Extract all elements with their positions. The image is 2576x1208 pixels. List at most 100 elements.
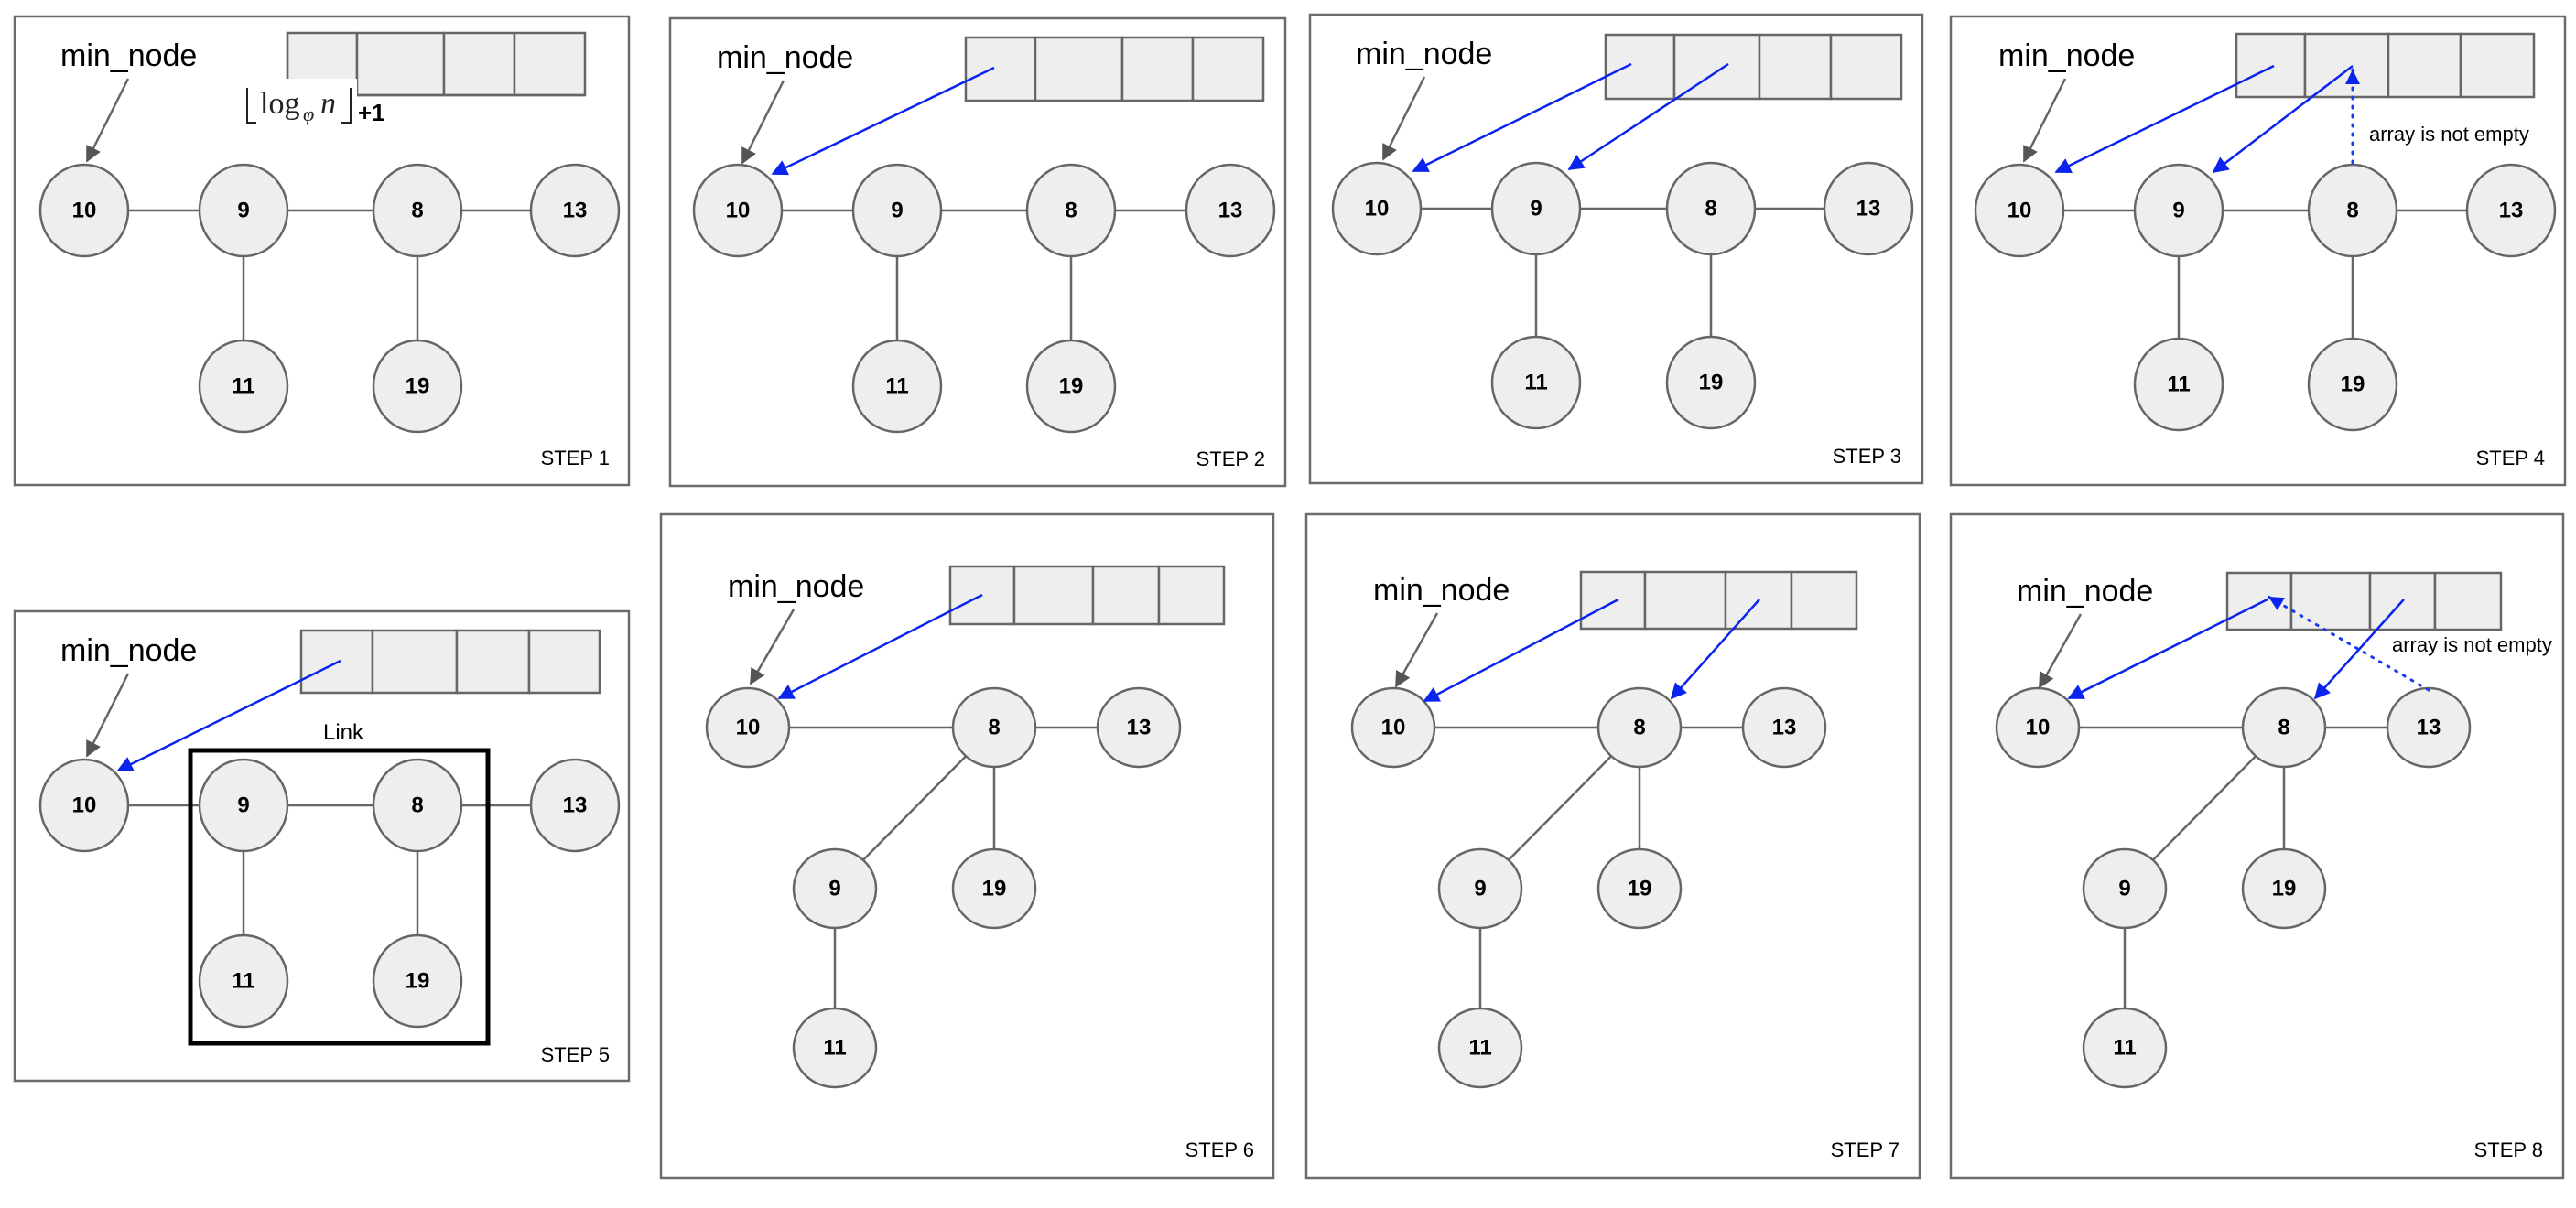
node-key: 8: [1705, 197, 1716, 221]
array-slot: [1790, 570, 1858, 631]
heap-node: 8: [1665, 161, 1757, 256]
heap-node: 9: [792, 847, 878, 930]
node-circle: [1596, 847, 1683, 930]
node-key: 11: [823, 1036, 846, 1061]
node-key: 8: [411, 793, 423, 818]
heap-node: 9: [198, 163, 289, 258]
node-circle: [198, 758, 289, 853]
min-node-pointer-arrow: [2038, 613, 2083, 689]
min-node-label: min_node: [1998, 38, 2135, 73]
heap-node: 9: [1490, 161, 1582, 256]
degree-array: [2235, 32, 2536, 99]
array-slot: [1604, 33, 1676, 101]
heap-node: 8: [2241, 686, 2327, 769]
node-circle: [372, 758, 463, 853]
node-key: 19: [1628, 877, 1652, 901]
node-key: 13: [1218, 199, 1243, 223]
node-key: 19: [1059, 374, 1084, 399]
min-node-label: min_node: [728, 569, 864, 604]
node-circle: [1665, 335, 1757, 430]
node-key: 10: [736, 716, 761, 740]
min-node-label: min_node: [1373, 573, 1510, 608]
node-circle: [372, 163, 463, 258]
heap-node: 11: [198, 933, 289, 1029]
array-slot: [1120, 36, 1195, 102]
heap-node: 8: [951, 686, 1037, 769]
node-key: 11: [2113, 1036, 2136, 1061]
min-node-label: min_node: [60, 633, 197, 668]
array-pointer-arrow: [777, 593, 983, 700]
node-circle: [198, 933, 289, 1029]
degree-array: [299, 629, 601, 695]
heap-node: 11: [198, 339, 289, 434]
min-node-pointer-arrow: [1381, 76, 1426, 161]
node-key: 10: [1381, 716, 1406, 740]
min-node-pointer-arrow: [749, 609, 796, 685]
array-slot: [371, 629, 459, 695]
array-slot: [964, 36, 1037, 102]
heap-node: 13: [1741, 686, 1827, 769]
node-key: 10: [2026, 716, 2051, 740]
heap-node: 13: [1823, 161, 1914, 256]
step-label: STEP 7: [1831, 1138, 1900, 1161]
node-key: 13: [2417, 716, 2441, 740]
array-pointer-arrow: [1567, 62, 1729, 171]
heap-node: 8: [2307, 163, 2398, 258]
node-key: 19: [406, 374, 430, 399]
node-circle: [792, 847, 878, 930]
array-slot: [442, 31, 516, 97]
node-circle: [2307, 337, 2398, 432]
tree-edge: [862, 755, 967, 861]
node-circle: [372, 933, 463, 1029]
arrowhead-icon: [2268, 597, 2285, 610]
min-node-pointer-arrow: [85, 78, 130, 163]
node-circle: [1995, 686, 2081, 769]
heap-node: 9: [851, 163, 943, 258]
node-key: 11: [2167, 372, 2190, 397]
node-key: 8: [1065, 199, 1077, 223]
node-circle: [1350, 686, 1436, 769]
node-circle: [2082, 847, 2168, 930]
heap-node: 10: [1331, 161, 1423, 256]
formula-log: log: [260, 87, 299, 121]
floor-bracket-left: [246, 88, 256, 124]
formula-argument: n: [320, 87, 336, 121]
node-key: 13: [1772, 716, 1797, 740]
node-key: 9: [2118, 877, 2130, 901]
array-pointer-arrow: [771, 66, 995, 176]
node-circle: [2465, 163, 2557, 258]
node-key: 11: [885, 374, 908, 399]
array-slot: [355, 31, 446, 97]
node-key: 8: [411, 199, 423, 223]
heap-node: 8: [1596, 686, 1683, 769]
array-slot: [1034, 36, 1124, 102]
node-circle: [1331, 161, 1423, 256]
node-circle: [851, 163, 943, 258]
heap-node: 13: [529, 163, 621, 258]
node-key: 10: [2008, 199, 2032, 223]
array-slot: [2289, 571, 2372, 631]
step-label: STEP 2: [1196, 448, 1265, 470]
arrowhead-icon: [2345, 70, 2360, 84]
array-slot: [2235, 32, 2307, 99]
degree-array: [948, 565, 1226, 626]
heap-node: 13: [2465, 163, 2557, 258]
heap-node: 9: [2082, 847, 2168, 930]
min-node-pointer-arrow: [2022, 78, 2067, 163]
node-circle: [38, 758, 130, 853]
degree-array: [2225, 571, 2503, 631]
min-node-label: min_node: [1356, 37, 1492, 71]
node-key: 9: [828, 877, 840, 901]
degree-array: [1579, 570, 1858, 631]
node-key: 11: [232, 374, 254, 399]
array-slot: [1829, 33, 1903, 101]
node-circle: [1185, 163, 1276, 258]
node-circle: [372, 339, 463, 434]
heap-node: 10: [1350, 686, 1436, 769]
heap-node: 9: [1437, 847, 1523, 930]
step-label: STEP 5: [541, 1043, 610, 1066]
node-circle: [2082, 1007, 2168, 1089]
node-circle: [198, 163, 289, 258]
